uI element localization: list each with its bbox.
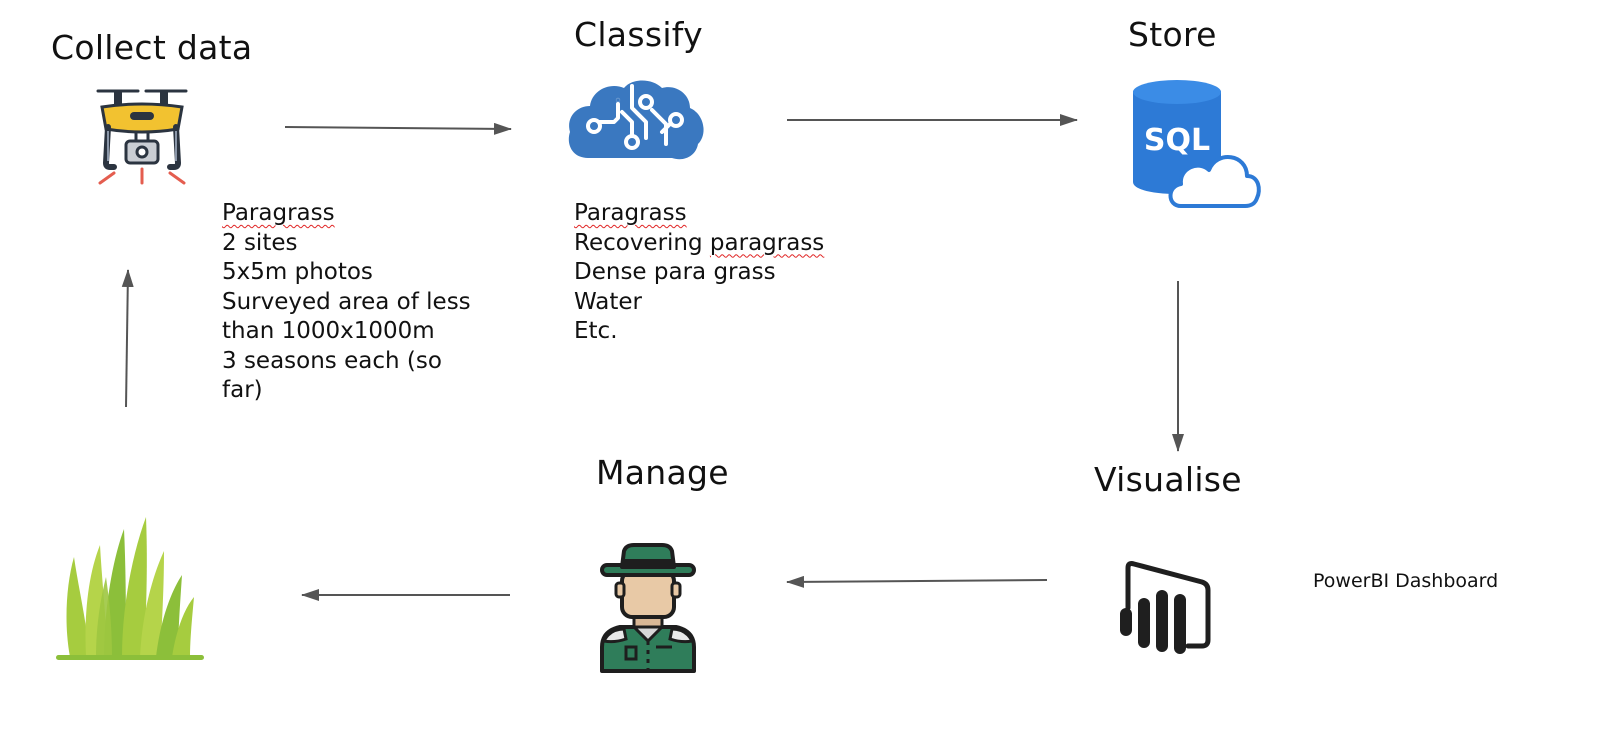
manage-title: Manage [596, 453, 729, 492]
collect-data-notes: Paragrass 2 sites 5x5m photos Surveyed a… [222, 199, 471, 406]
collect-note: Paragrass [222, 200, 335, 226]
classify-notes: Paragrass Recovering paragrass Dense par… [574, 199, 824, 347]
sql-cloud-database-icon: SQL [1133, 80, 1261, 208]
collect-note: 5x5m photos [222, 259, 373, 285]
classify-note-flagged-word: paragrass [709, 229, 825, 256]
collect-note: 3 seasons each (so [222, 347, 442, 374]
ranger-icon [600, 543, 696, 673]
drone-icon [96, 89, 188, 185]
arrow-field-to-collect [121, 269, 134, 408]
grass-icon [56, 517, 204, 660]
sql-label-glyph: SQL [1144, 123, 1210, 158]
visualise-title: Visualise [1094, 460, 1242, 499]
classify-note: Etc. [574, 318, 618, 344]
classify-note-prefix: Recovering [574, 229, 710, 256]
arrow-visualise-to-manage [786, 575, 1048, 588]
powerbi-icon [1120, 561, 1211, 654]
classify-note: Paragrass [574, 200, 687, 226]
classify-note: Water [574, 288, 642, 315]
classify-title: Classify [574, 15, 703, 54]
classify-note: Recovering paragrass [574, 229, 824, 259]
collect-data-title: Collect data [51, 28, 253, 67]
store-title: Store [1128, 15, 1217, 54]
arrow-collect-to-classify [284, 122, 512, 135]
classify-note: Dense para grass [574, 259, 776, 285]
collect-note: Surveyed area of less [222, 288, 471, 315]
powerbi-caption: PowerBI Dashboard [1313, 570, 1499, 592]
collect-note: than 1000x1000m [222, 318, 435, 344]
ai-brain-cloud-icon [568, 80, 704, 160]
collect-note: 2 sites [222, 229, 298, 256]
collect-note: far) [222, 377, 263, 403]
